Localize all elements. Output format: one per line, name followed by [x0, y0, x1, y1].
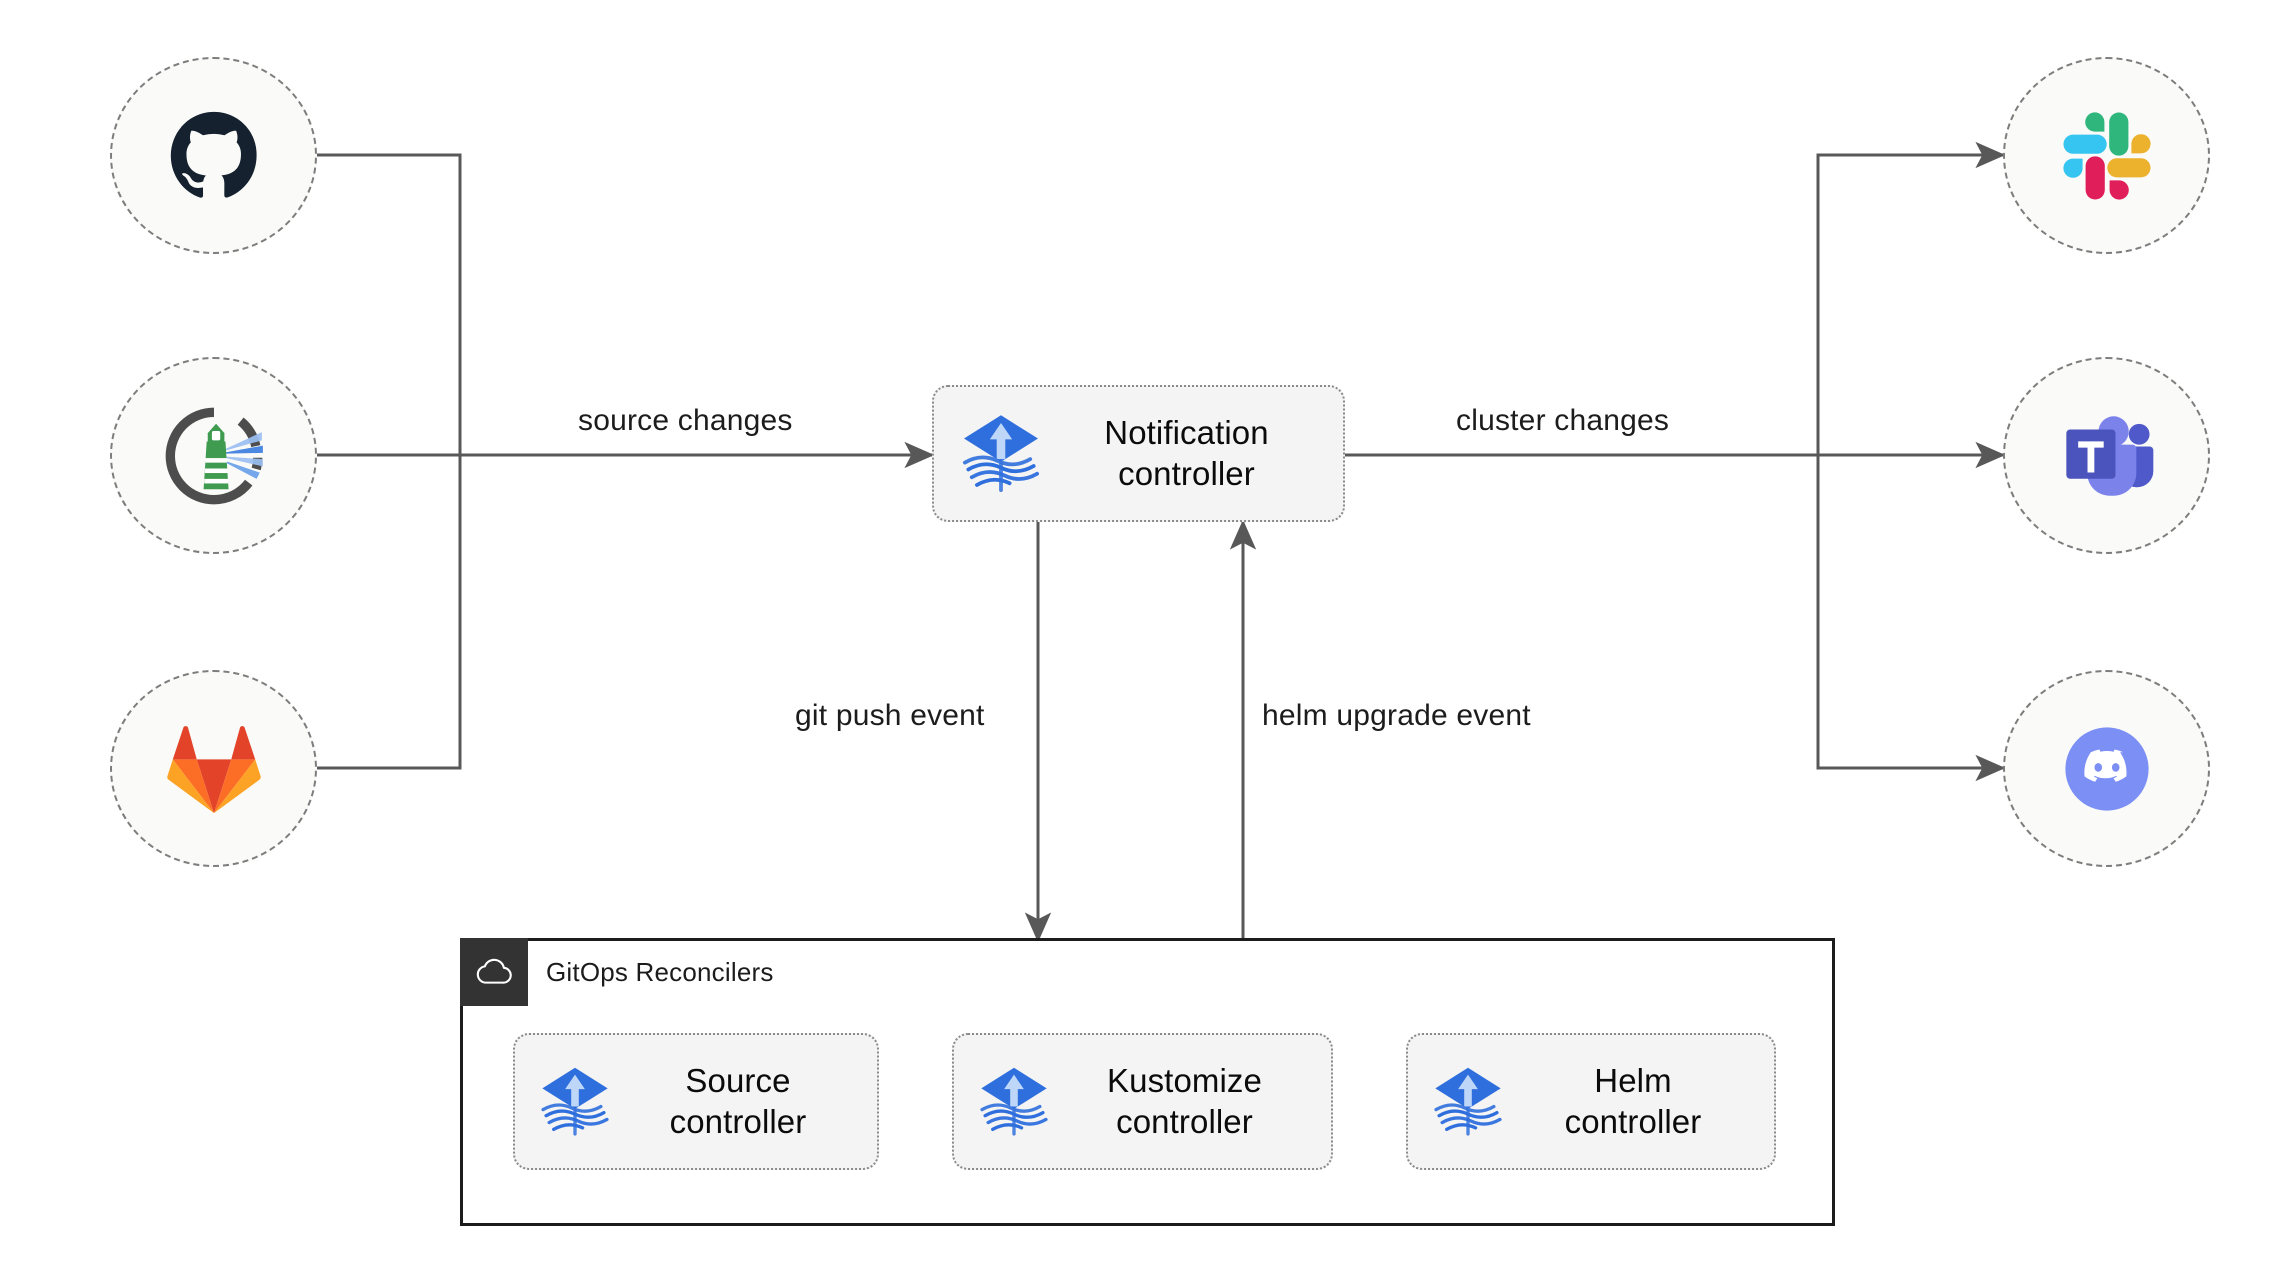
- source-controller-line-1: Source: [685, 1061, 791, 1099]
- gitops-reconcilers-tab: [460, 938, 528, 1006]
- source-controller-line-2: controller: [669, 1102, 807, 1140]
- notification-controller-label: Notification controller: [1044, 413, 1343, 495]
- kustomize-controller-label: Kustomize controller: [1052, 1061, 1331, 1143]
- notification-line-2: controller: [1118, 454, 1255, 492]
- kustomize-controller-line-2: controller: [1116, 1102, 1253, 1140]
- kustomize-controller-box[interactable]: Kustomize controller: [952, 1033, 1333, 1170]
- edge-label-cluster-changes: cluster changes: [1456, 404, 1670, 437]
- lighthouse-icon: [162, 404, 266, 508]
- edge-label-helm-upgrade-event: helm upgrade event: [1262, 699, 1531, 732]
- gitlab-icon: [166, 723, 262, 815]
- target-node-teams[interactable]: [2003, 357, 2210, 554]
- helm-controller-line-2: controller: [1564, 1102, 1702, 1140]
- kustomize-controller-line-1: Kustomize: [1107, 1061, 1262, 1099]
- source-node-flux-lighthouse[interactable]: [110, 357, 317, 554]
- discord-icon: [2055, 717, 2159, 821]
- notification-line-1: Notification: [1104, 413, 1269, 451]
- gitops-reconcilers-title: GitOps Reconcilers: [546, 957, 774, 987]
- cloud-icon: [475, 958, 513, 986]
- helm-controller-line-1: Helm: [1594, 1061, 1672, 1099]
- helm-controller-label: Helm controller: [1506, 1061, 1774, 1143]
- flux-logo-icon: [958, 411, 1044, 497]
- source-controller-label: Source controller: [613, 1061, 877, 1143]
- source-controller-box[interactable]: Source controller: [513, 1033, 879, 1170]
- source-node-github[interactable]: [110, 57, 317, 254]
- target-node-discord[interactable]: [2003, 670, 2210, 867]
- flux-logo-icon: [537, 1064, 613, 1140]
- source-node-gitlab[interactable]: [110, 670, 317, 867]
- flux-logo-icon: [976, 1064, 1052, 1140]
- teams-icon: [2055, 408, 2159, 504]
- flux-logo-icon: [1430, 1064, 1506, 1140]
- slack-icon: [2059, 108, 2155, 204]
- edge-label-git-push-event: git push event: [795, 699, 985, 732]
- notification-controller-box[interactable]: Notification controller: [932, 385, 1345, 522]
- github-icon: [168, 110, 260, 202]
- helm-controller-box[interactable]: Helm controller: [1406, 1033, 1776, 1170]
- edge-label-source-changes: source changes: [578, 404, 793, 437]
- target-node-slack[interactable]: [2003, 57, 2210, 254]
